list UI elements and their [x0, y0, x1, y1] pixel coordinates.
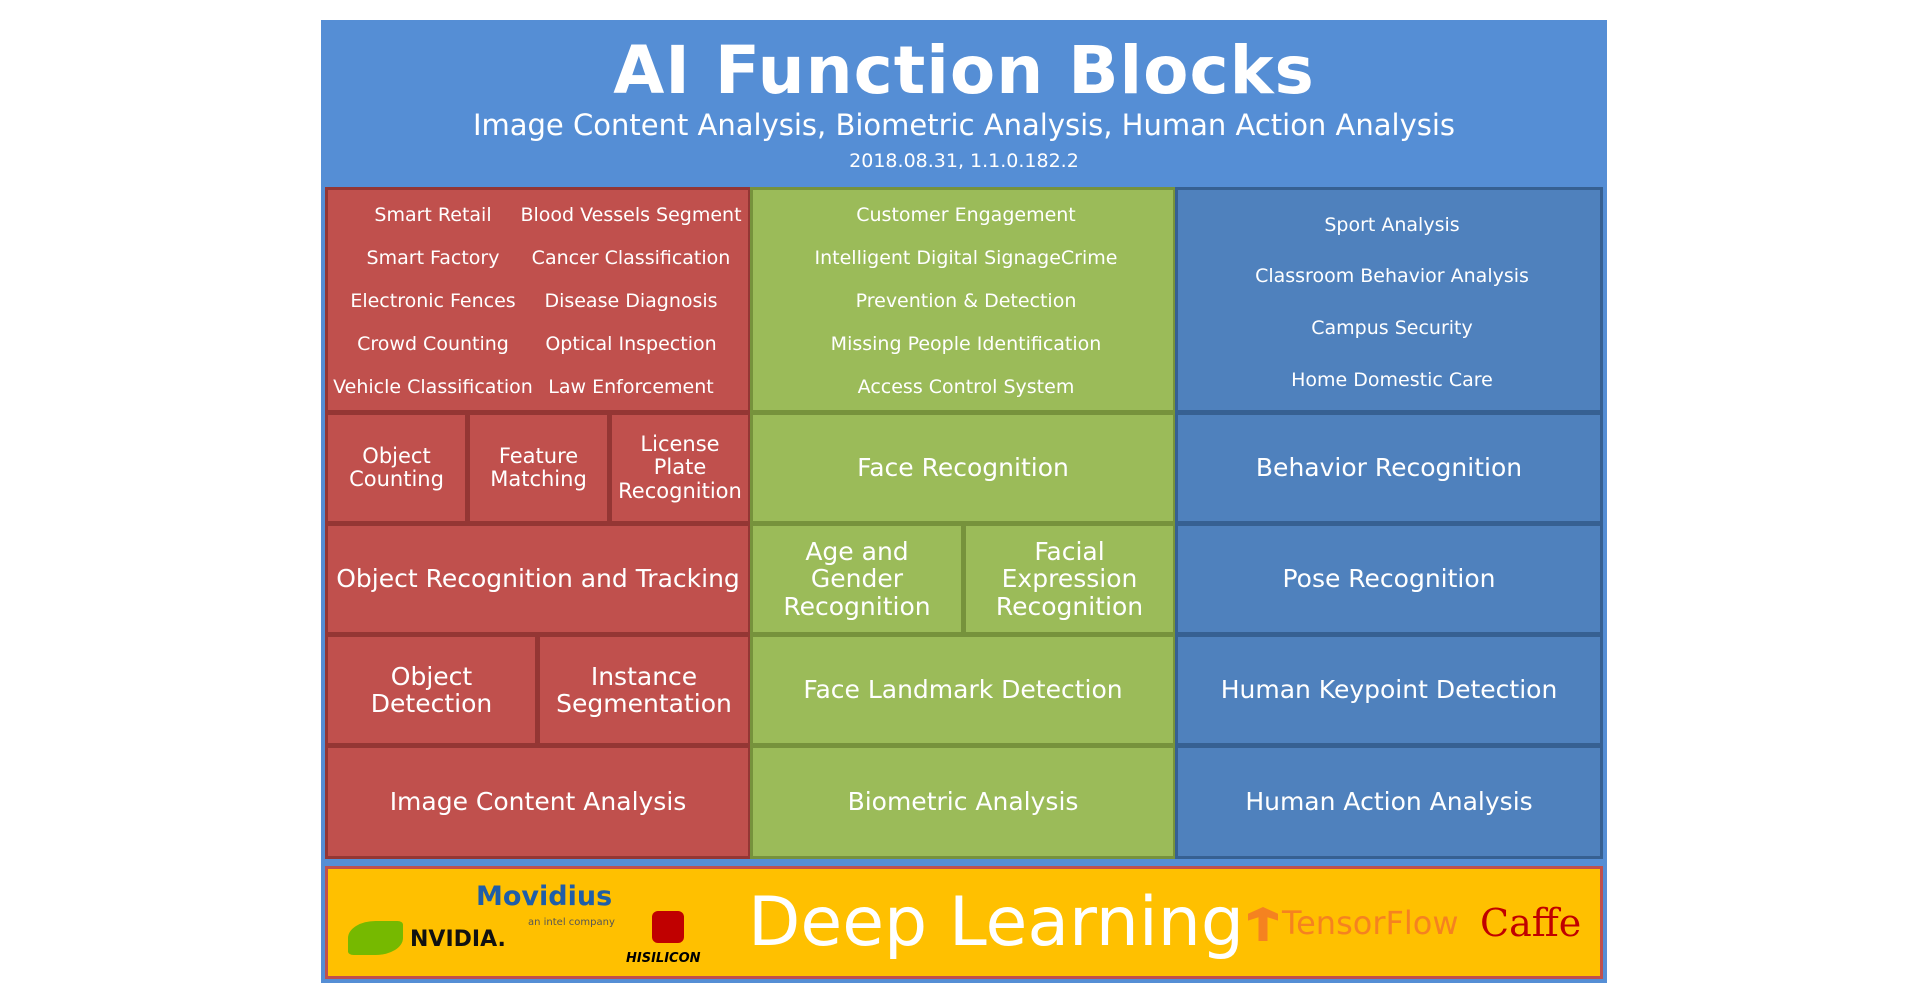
app-label: Intelligent Digital SignageCrime: [814, 247, 1118, 269]
tensorflow-icon: [1248, 907, 1278, 941]
app-label: Sport Analysis: [1324, 214, 1460, 236]
app-label: Customer Engagement: [856, 204, 1076, 226]
object-detection-block: Object Detection: [325, 634, 538, 746]
deep-learning-block: Movidius an intel company NVIDIA. HISILI…: [325, 866, 1603, 979]
app-label: Campus Security: [1311, 317, 1473, 339]
app-label: Missing People Identification: [830, 333, 1102, 355]
app-label: Crowd Counting: [357, 333, 509, 355]
app-label: Electronic Fences: [350, 290, 516, 312]
license-plate-block: License Plate Recognition: [609, 412, 751, 524]
facial-expression-block: Facial Expression Recognition: [963, 523, 1176, 635]
diagram-subtitle: Image Content Analysis, Biometric Analys…: [472, 108, 1456, 142]
image-content-base-block: Image Content Analysis: [325, 745, 751, 859]
app-label: Access Control System: [857, 376, 1075, 398]
caffe-logo: Caffe: [1480, 901, 1582, 945]
header: AI Function Blocks Image Content Analysi…: [321, 20, 1607, 185]
biometric-base-block: Biometric Analysis: [750, 745, 1176, 859]
app-label: Disease Diagnosis: [544, 290, 718, 312]
human-keypoint-block: Human Keypoint Detection: [1175, 634, 1603, 746]
human-action-applications: Sport Analysis Classroom Behavior Analys…: [1175, 187, 1603, 413]
app-label: Prevention & Detection: [855, 290, 1077, 312]
app-label: Cancer Classification: [531, 247, 731, 269]
app-label: Smart Factory: [366, 247, 500, 269]
biometric-applications: Customer Engagement Intelligent Digital …: [750, 187, 1176, 413]
nvidia-eye-icon: [348, 921, 403, 955]
pose-recognition-block: Pose Recognition: [1175, 523, 1603, 635]
app-label: Blood Vessels Segment: [520, 204, 742, 226]
age-gender-block: Age and Gender Recognition: [750, 523, 964, 635]
diagram-title: AI Function Blocks: [613, 32, 1315, 109]
tensorflow-logo: TensorFlow: [1282, 904, 1459, 942]
instance-segmentation-block: Instance Segmentation: [537, 634, 751, 746]
app-label: Home Domestic Care: [1291, 369, 1493, 391]
app-label: Vehicle Classification: [333, 376, 533, 398]
app-label: Smart Retail: [374, 204, 492, 226]
intel-note: an intel company: [528, 917, 615, 928]
face-landmark-block: Face Landmark Detection: [750, 634, 1176, 746]
face-recognition-block: Face Recognition: [750, 412, 1176, 524]
diagram-frame: AI Function Blocks Image Content Analysi…: [321, 20, 1607, 983]
human-action-base-block: Human Action Analysis: [1175, 745, 1603, 859]
diagram-version: 2018.08.31, 1.1.0.182.2: [849, 150, 1079, 172]
hisilicon-logo: HISILICON: [626, 951, 701, 966]
hisilicon-icon: [652, 911, 684, 943]
object-counting-block: Object Counting: [325, 412, 468, 524]
object-recognition-block: Object Recognition and Tracking: [325, 523, 751, 635]
feature-matching-block: Feature Matching: [467, 412, 610, 524]
nvidia-logo: NVIDIA.: [410, 927, 506, 952]
app-label: Law Enforcement: [548, 376, 714, 398]
app-label: Optical Inspection: [545, 333, 717, 355]
app-label: Classroom Behavior Analysis: [1255, 265, 1529, 287]
image-content-applications: Smart Retail Smart Factory Electronic Fe…: [325, 187, 751, 413]
movidius-logo: Movidius: [476, 881, 613, 912]
deep-learning-label: Deep Learning: [748, 883, 1245, 962]
behavior-recognition-block: Behavior Recognition: [1175, 412, 1603, 524]
